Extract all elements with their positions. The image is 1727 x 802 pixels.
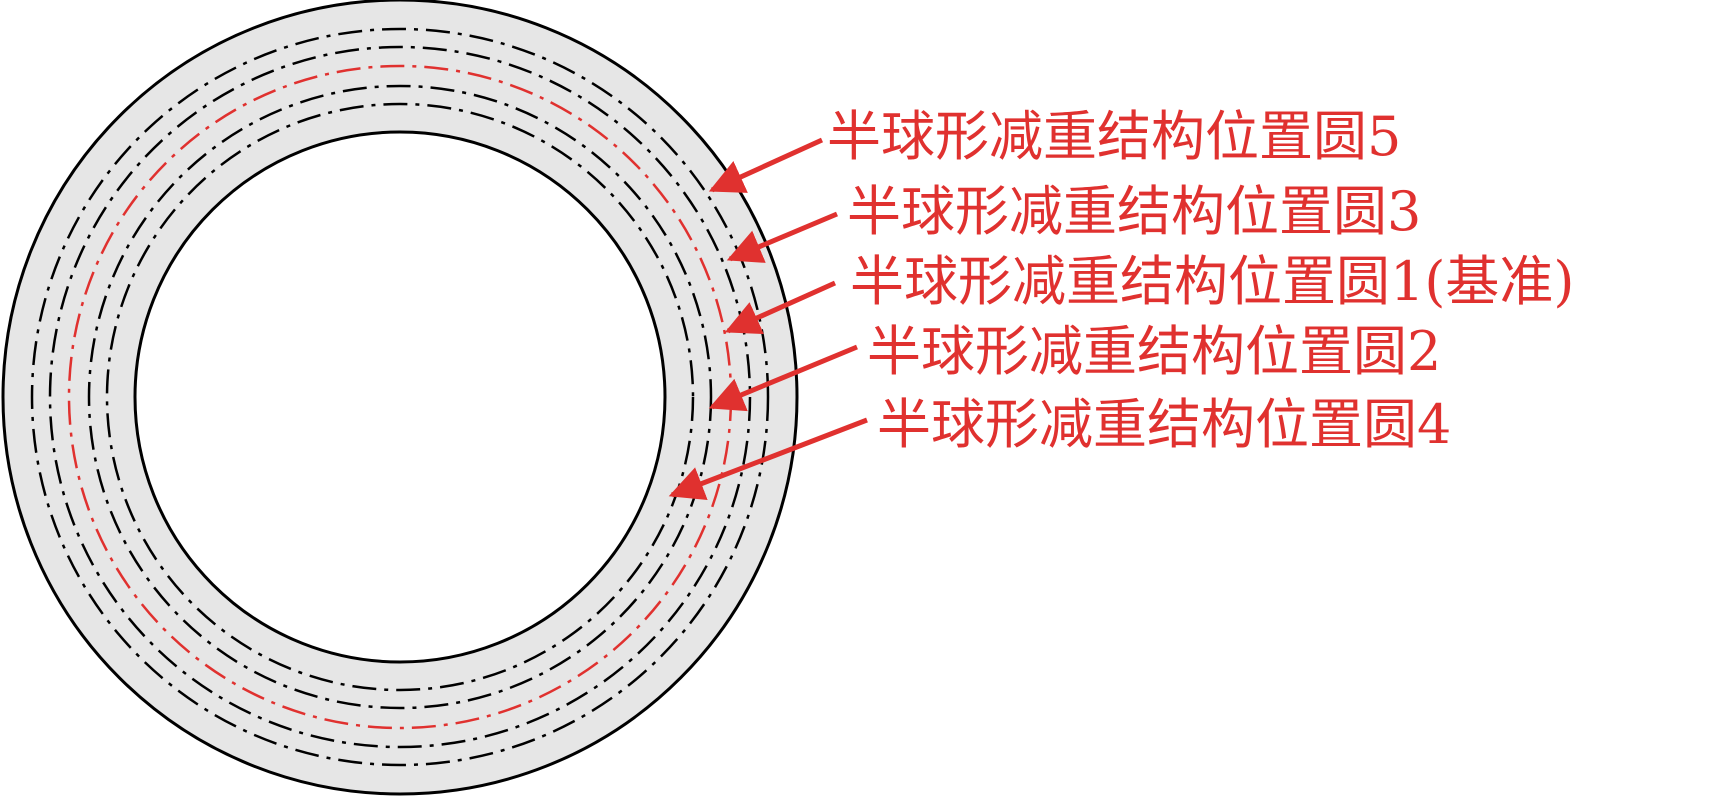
label-position-circle-4: 半球形减重结构位置圆4 [877, 393, 1451, 456]
annular-ring [3, 0, 797, 794]
arrow-position-circle-1 [724, 280, 837, 335]
arrow-position-circle-3 [726, 211, 838, 263]
outer-boundary-circle [1, 0, 799, 796]
inner-boundary-circle [133, 130, 667, 664]
label-position-circle-1-reference: 半球形减重结构位置圆1(基准) [850, 250, 1575, 313]
label-position-circle-2: 半球形减重结构位置圆2 [867, 320, 1441, 383]
arrow-position-circle-2 [708, 344, 858, 412]
label-position-circle-5: 半球形减重结构位置圆5 [827, 105, 1401, 168]
arrow-position-circle-4 [668, 417, 868, 501]
position-circle-5 [30, 27, 770, 767]
label-position-circle-3: 半球形减重结构位置圆3 [847, 180, 1421, 243]
position-circle-4 [105, 102, 695, 692]
arrow-position-circle-5 [708, 137, 824, 193]
position-circle-3 [48, 45, 752, 749]
